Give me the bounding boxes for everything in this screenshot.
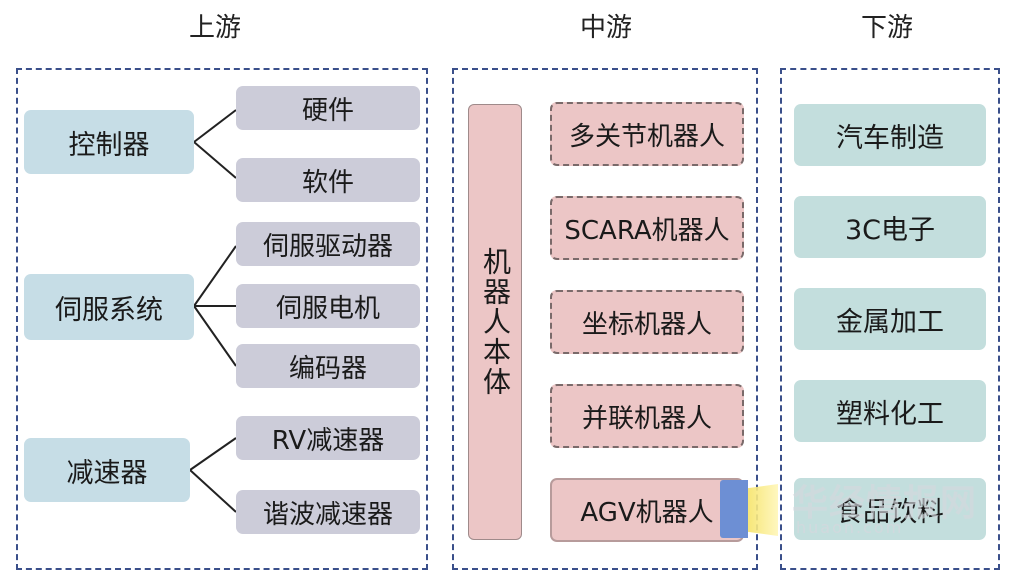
- midstream-panel: [452, 68, 758, 570]
- encoder-label: 编码器: [288, 353, 367, 384]
- servo-branch-lines: [193, 245, 237, 367]
- encoder-node: 编码器: [236, 344, 420, 388]
- robot-type-agv: AGV机器人: [550, 478, 744, 542]
- hardware-label: 硬件: [301, 95, 354, 126]
- reducer-node: 减速器: [24, 438, 190, 502]
- industry-label: 汽车制造: [836, 122, 944, 154]
- controller-label: 控制器: [68, 129, 150, 161]
- upstream-title: 上游: [188, 13, 241, 43]
- servo-system-node: 伺服系统: [24, 274, 194, 340]
- reducer-label: 减速器: [66, 457, 148, 489]
- watermark-logo-ray-icon: [748, 484, 778, 536]
- midstream-title: 中游: [579, 13, 632, 43]
- industry-label: 金属加工: [836, 306, 944, 338]
- industry-3c-electronics: 3C电子: [794, 196, 986, 258]
- harmonic-reducer-label: 谐波减速器: [262, 499, 393, 530]
- rv-reducer-label: RV减速器: [271, 425, 385, 456]
- industry-plastics-chemicals: 塑料化工: [794, 380, 986, 442]
- robot-type-label: 并联机器人: [581, 403, 712, 434]
- servo-system-label: 伺服系统: [55, 294, 163, 326]
- robot-type-parallel: 并联机器人: [550, 384, 744, 448]
- industry-automotive: 汽车制造: [794, 104, 986, 166]
- software-node: 软件: [236, 158, 420, 202]
- robot-type-scara: SCARA机器人: [550, 196, 744, 260]
- robot-body-label: 机器人本体: [479, 247, 512, 397]
- downstream-title: 下游: [860, 13, 913, 43]
- robot-body-node: 机器人本体: [468, 104, 522, 540]
- industry-label: 3C电子: [844, 214, 936, 246]
- hardware-node: 硬件: [236, 86, 420, 130]
- reducer-branch-lines: [189, 437, 237, 513]
- harmonic-reducer-node: 谐波减速器: [236, 490, 420, 534]
- robot-type-label: SCARA机器人: [564, 215, 730, 246]
- rv-reducer-node: RV减速器: [236, 416, 420, 460]
- servo-motor-node: 伺服电机: [236, 284, 420, 328]
- industry-label: 食品饮料: [836, 496, 944, 528]
- industry-food-beverage: 食品饮料: [794, 478, 986, 540]
- robot-type-label: 多关节机器人: [568, 121, 725, 152]
- controller-branch-lines: [193, 109, 237, 179]
- servo-driver-node: 伺服驱动器: [236, 222, 420, 266]
- industry-label: 塑料化工: [836, 398, 944, 430]
- watermark-logo-icon: [720, 480, 748, 538]
- downstream-panel: [780, 68, 1000, 570]
- robot-type-label: AGV机器人: [580, 497, 714, 528]
- servo-motor-label: 伺服电机: [275, 293, 380, 324]
- software-label: 软件: [301, 167, 354, 198]
- robot-type-cartesian: 坐标机器人: [550, 290, 744, 354]
- robot-type-articulated: 多关节机器人: [550, 102, 744, 166]
- industry-metal-processing: 金属加工: [794, 288, 986, 350]
- robot-type-label: 坐标机器人: [581, 309, 712, 340]
- upstream-panel: [16, 68, 428, 570]
- servo-driver-label: 伺服驱动器: [262, 231, 393, 262]
- controller-node: 控制器: [24, 110, 194, 174]
